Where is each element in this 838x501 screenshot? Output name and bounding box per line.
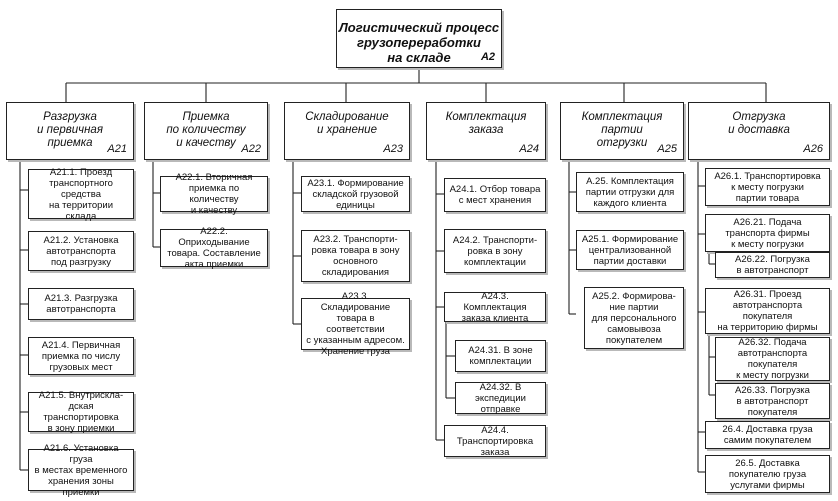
process-step-box: А24.1. Отбор товара с мест хранения xyxy=(444,178,546,212)
process-step-box: А24.4. Транспортировка заказа xyxy=(444,425,546,458)
process-step-box: А24.32. В экспедиции отправке xyxy=(455,382,546,415)
process-step-box: А26.1. Транспортировка к месту погрузки … xyxy=(705,168,830,206)
column-title: Комплектация заказа xyxy=(445,111,527,136)
process-step-box: А23.1. Формирование складской грузовой е… xyxy=(301,176,410,212)
column-code: A25 xyxy=(657,143,677,155)
column-header-a23: Складирование и хранение A23 xyxy=(284,102,410,160)
column-title: Отгрузка и доставка xyxy=(728,111,790,136)
process-step-box: А24.2. Транспорти- ровка в зону комплект… xyxy=(444,229,546,273)
process-step-box: А21.5. Внутрискла- дская транспортировка… xyxy=(28,390,134,434)
process-step-box: А25.2. Формирова- ние партии для персона… xyxy=(584,287,684,349)
process-step-box: 26.5. Доставка покупателю груза услугами… xyxy=(705,455,830,493)
process-step-box: А22.2. Оприходывание товара. Составление… xyxy=(160,226,268,270)
process-step-box: А25.1. Формирование централизованной пар… xyxy=(576,230,684,270)
process-step-box: А21.1. Проезд транспортного средства на … xyxy=(28,167,134,222)
column-header-a24: Комплектация заказа A24 xyxy=(426,102,546,160)
column-title: Комплектация партии отгрузки xyxy=(581,111,663,149)
process-step-box: А24.3. Комплектация заказа клиента xyxy=(444,291,546,324)
process-step-box: А.25. Комплектация партии отгрузки для к… xyxy=(576,172,684,212)
process-step-box: А21.6. Установка груза в местах временно… xyxy=(28,443,134,498)
root-process-code: A2 xyxy=(480,51,495,63)
column-header-a22: Приемка по количеству и качеству A22 xyxy=(144,102,268,160)
process-step-box: А26.22. Погрузка в автотранспорт xyxy=(715,252,830,278)
process-step-box: А21.4. Первичная приемка по числу грузов… xyxy=(28,337,134,375)
process-step-box: А24.31. В зоне комплектации xyxy=(455,340,546,372)
column-code: A22 xyxy=(241,143,261,155)
column-title: Складирование и хранение xyxy=(305,111,389,136)
process-step-box: 26.4. Доставка груза самим покупателем xyxy=(705,421,830,449)
column-header-a25: Комплектация партии отгрузки A25 xyxy=(560,102,684,160)
process-step-box: А26.31. Проезд автотранспорта покупателя… xyxy=(705,288,830,334)
process-step-box: А26.33. Погрузка в автотранспорт покупат… xyxy=(715,383,830,419)
process-step-box: А26.21. Подача транспорта фирмы к месту … xyxy=(705,214,830,252)
column-title: Приемка по количеству и качеству xyxy=(166,111,246,149)
process-step-box: А26.32. Подача автотранспорта покупателя… xyxy=(715,337,830,381)
root-process-box: Логистический процесс грузопереработки н… xyxy=(336,9,502,68)
process-step-box: А21.3. Разгрузка автотранспорта xyxy=(28,288,134,320)
process-step-box: А23.3. Складирование товара в соответств… xyxy=(301,291,410,357)
column-code: A21 xyxy=(107,143,127,155)
root-process-title: Логистический процесс грузопереработки н… xyxy=(338,20,500,65)
process-step-box: А23.2. Транспорти- ровка товара в зону о… xyxy=(301,230,410,282)
column-header-a21: Разгрузка и первичная приемка A21 xyxy=(6,102,134,160)
column-code: A24 xyxy=(519,143,539,155)
process-step-box: А21.2. Установка автотранспорта под разг… xyxy=(28,231,134,271)
column-code: A26 xyxy=(803,143,823,155)
column-title: Разгрузка и первичная приемка xyxy=(37,111,103,149)
process-step-box: А22.1. Вторичная приемка по количеству и… xyxy=(160,172,268,216)
column-header-a26: Отгрузка и доставка A26 xyxy=(688,102,830,160)
column-code: A23 xyxy=(383,143,403,155)
